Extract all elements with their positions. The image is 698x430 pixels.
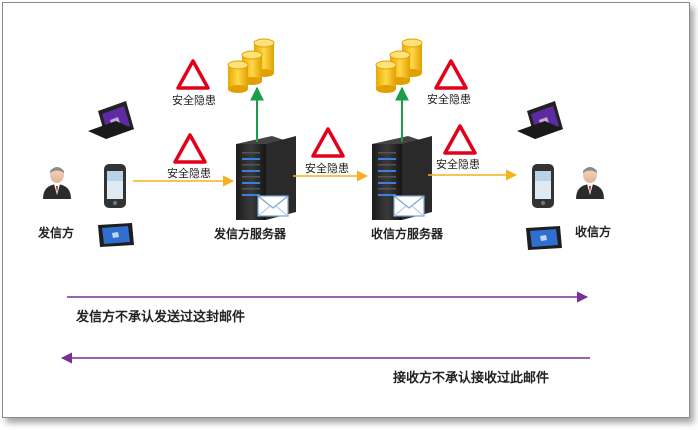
receiver-person-icon bbox=[576, 167, 604, 199]
sender-server-icon bbox=[235, 135, 297, 221]
link-servers-warning-icon bbox=[311, 127, 345, 158]
diagram-frame bbox=[2, 2, 690, 418]
storage-right-warning-icon bbox=[434, 59, 468, 90]
sender-denial-note: 发信方不承认发送过这封邮件 bbox=[75, 309, 245, 325]
sender-server-label: 发信方服务器 bbox=[213, 226, 287, 241]
storage-right-risk-label: 安全隐患 bbox=[427, 92, 471, 106]
link-servers-risk-label: 安全隐患 bbox=[305, 161, 349, 175]
sender-person-icon bbox=[43, 167, 71, 199]
receiver-storage-icon bbox=[375, 38, 423, 94]
link-receiver-risk-label: 安全隐患 bbox=[436, 157, 480, 171]
receiver-server-label: 收信方服务器 bbox=[371, 226, 444, 241]
sender-storage-icon bbox=[227, 38, 275, 94]
sender-tablet-icon bbox=[98, 223, 134, 247]
sender-phone-icon bbox=[104, 164, 126, 208]
receiver-phone-icon bbox=[532, 164, 554, 208]
storage-left-risk-label: 安全隐患 bbox=[172, 93, 216, 107]
receiver-label: 收信方 bbox=[575, 224, 611, 239]
storage-left-warning-icon bbox=[176, 59, 210, 90]
link-receiver-warning-icon bbox=[443, 124, 477, 155]
link-sender-risk-label: 安全隐患 bbox=[167, 166, 211, 180]
sender-laptop-icon bbox=[88, 101, 134, 139]
receiver-laptop-icon bbox=[517, 101, 563, 139]
sender-label: 发信方 bbox=[37, 225, 74, 240]
link-sender-warning-icon bbox=[173, 133, 207, 164]
receiver-server-icon bbox=[371, 135, 433, 221]
receiver-denial-note: 接收方不承认接收过此邮件 bbox=[393, 370, 549, 386]
receiver-tablet-icon bbox=[526, 226, 562, 250]
